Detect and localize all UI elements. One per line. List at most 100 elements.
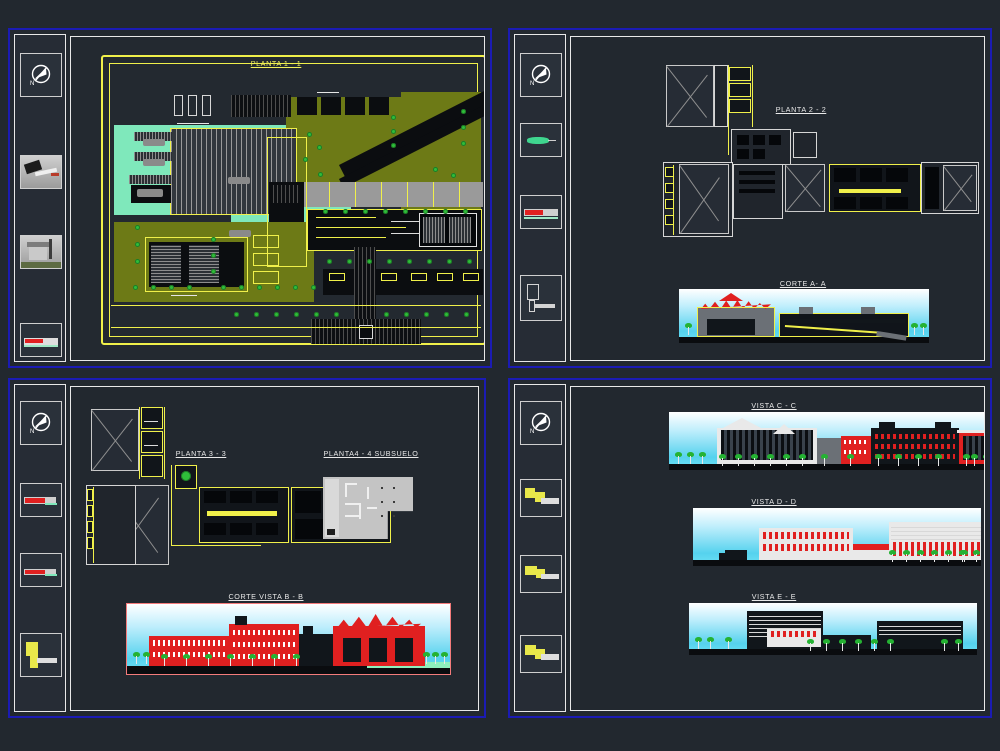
section-parapet (799, 307, 813, 314)
north-arrow-cell: N (20, 401, 62, 445)
site-building-outline (267, 137, 307, 267)
plan-room (665, 215, 674, 225)
thumbnail-elevation-red[interactable] (20, 323, 62, 357)
plan-fill (739, 180, 775, 184)
thumb-mark (541, 654, 559, 660)
elev-ground (679, 337, 929, 343)
plan-wall (93, 487, 94, 563)
thumb-mark (26, 642, 38, 656)
thumbnail-building-photo[interactable] (20, 235, 62, 269)
sheet-bottom-left[interactable]: N (8, 378, 486, 718)
plan-room (87, 521, 93, 533)
drawing-frame-planta-1-1: PLANTA 1 - 1 (70, 36, 485, 361)
basement-wall (325, 479, 339, 537)
section-outline-yellow (697, 307, 775, 337)
site-tower (188, 95, 197, 116)
north-arrow-icon: N (21, 402, 61, 444)
basement-wall (367, 487, 369, 499)
elev-link-block (817, 438, 841, 464)
thumbnail-plan-yellow[interactable] (20, 633, 62, 677)
elev-ground (669, 464, 984, 470)
section-corte-a-a (679, 289, 929, 343)
site-paving-joint (381, 182, 382, 207)
thumbnail-plan-yellow-1[interactable] (520, 479, 562, 517)
site-dim-line (317, 92, 339, 93)
thumbnail-aerial-photo[interactable] (20, 155, 62, 189)
site-shop-unit (463, 273, 479, 281)
basement-column (381, 501, 383, 503)
plan-dim-line (144, 445, 158, 446)
courtyard-tree (181, 471, 191, 481)
site-mall-partition (316, 237, 386, 238)
elev-link (299, 634, 333, 666)
thumb-mark (541, 498, 559, 504)
plan-grid-box (91, 409, 139, 471)
sheet-bottom-right[interactable]: N (508, 378, 992, 718)
thumbnail-plan-yellow-2[interactable] (520, 555, 562, 593)
thumb-mark (525, 566, 537, 575)
basement-wall (345, 515, 361, 517)
plan-corridor (714, 65, 728, 127)
site-shop-unit (329, 273, 345, 281)
site-lower-block (253, 271, 279, 284)
drawing-frame-bottom-left: PLANTA 3 - 3 PLANTA4 - 4 SUBSUELO (70, 386, 479, 711)
basement-wall (359, 503, 361, 519)
svg-text:N: N (30, 81, 34, 87)
thumbnail-elevation-red-2[interactable] (20, 553, 62, 587)
svg-text:N: N (530, 429, 534, 435)
site-roof-outline (170, 128, 297, 215)
elev-roof-box (879, 422, 895, 429)
elev-ground (127, 666, 450, 674)
thumbnail-plan-yellow-3[interactable] (520, 635, 562, 673)
title-strip-top-left: N (14, 34, 66, 362)
thumbnail-site-green[interactable] (520, 123, 562, 157)
plan-block (793, 132, 817, 158)
site-roundabout (359, 325, 373, 339)
elev-truck-cab (719, 553, 726, 560)
site-parking-row (321, 97, 341, 115)
plan-fill (230, 523, 252, 535)
site-boat (143, 139, 165, 146)
elev-red-window-band (763, 544, 849, 551)
palm-tree (183, 654, 190, 666)
label-planta-2-2: PLANTA 2 - 2 (775, 105, 827, 114)
label-vista-d-d: VISTA D - D (751, 497, 797, 506)
plan-room (729, 67, 751, 81)
sheet-top-right[interactable]: N (508, 28, 992, 368)
plan-wall (171, 545, 261, 546)
site-shop-unit (381, 273, 397, 281)
plan-fill (739, 171, 775, 175)
north-arrow-cell: N (520, 53, 562, 97)
plan-wall (752, 65, 753, 127)
north-arrow-icon: N (521, 402, 561, 444)
elevation-thumb-image (521, 196, 561, 228)
palm-tree (423, 652, 430, 664)
thumbnail-plan-yellow[interactable] (520, 275, 562, 321)
elev-mid-chimney (235, 616, 247, 625)
elev-gable-roof (719, 418, 765, 430)
thumb-mark (548, 140, 556, 141)
site-boulevard (111, 327, 481, 328)
thumb-mark (25, 570, 45, 574)
site-parking-stalls (189, 245, 219, 283)
plan-thumb-image (521, 276, 561, 320)
plan-fill (739, 189, 775, 193)
palm-tree (271, 654, 278, 666)
site-shops-row (323, 269, 483, 295)
thumbnail-elevation-red-1[interactable] (20, 483, 62, 517)
plan-thumb-image (521, 636, 561, 672)
site-road-outline (101, 55, 484, 345)
sheet-top-left[interactable]: N (8, 28, 492, 368)
thumbnail-elevation-red[interactable] (520, 195, 562, 229)
site-pier (129, 175, 173, 184)
elev-right-roof (957, 430, 984, 433)
aerial-photo-image (21, 156, 61, 188)
site-pedestrian-axis (354, 247, 376, 342)
thumb-mark (45, 574, 57, 576)
site-parking-stalls (151, 245, 181, 283)
elev-gable-mid (773, 424, 795, 434)
plan-fill (737, 149, 749, 159)
plan-fill (204, 523, 226, 535)
label-vista-c-c: VISTA C - C (751, 401, 797, 410)
thumb-mark (524, 217, 558, 219)
